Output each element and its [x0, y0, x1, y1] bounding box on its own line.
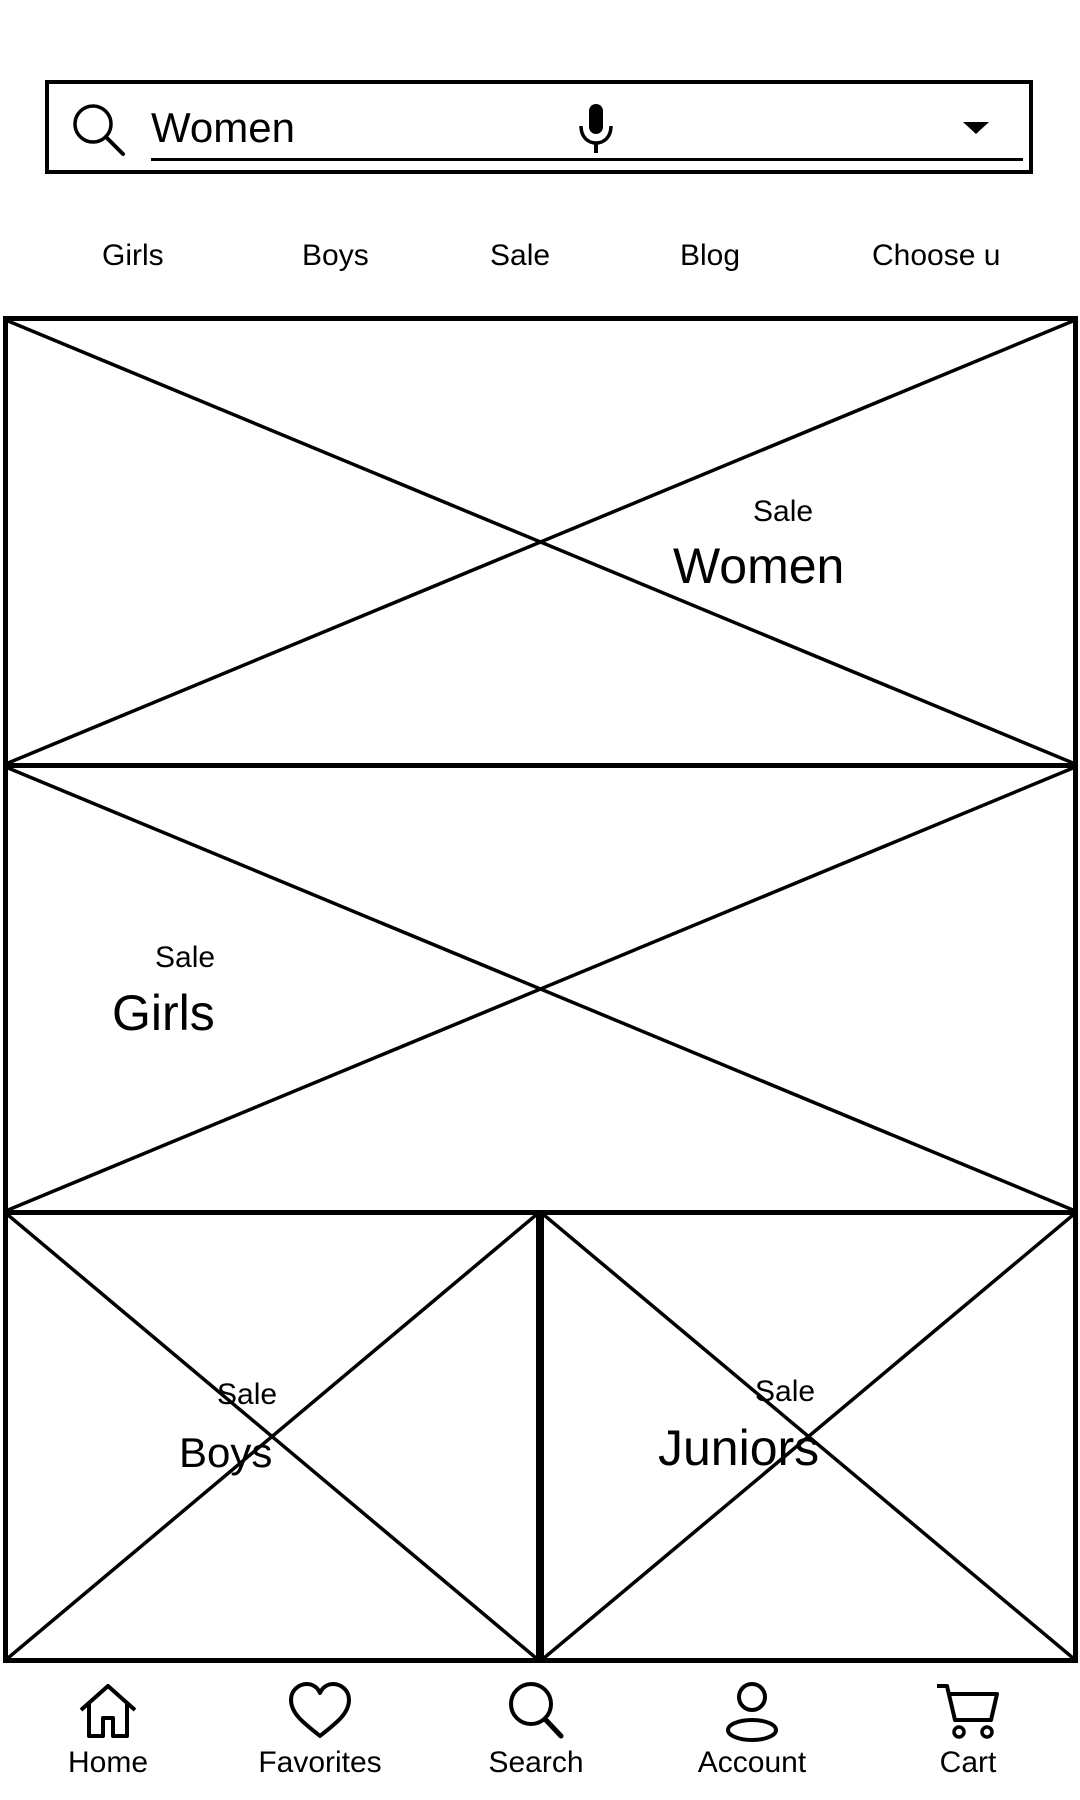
tile-title: Boys — [179, 1429, 273, 1476]
bottom-tab-label: Account — [697, 1746, 807, 1779]
nav-item-blog[interactable]: Blog — [680, 239, 741, 272]
microphone-icon[interactable] — [572, 100, 620, 156]
nav-item-choose-u[interactable]: Choose u — [872, 239, 1001, 272]
search-icon — [509, 1682, 564, 1739]
image-placeholder — [544, 1215, 1073, 1658]
tile-title: Women — [673, 538, 845, 594]
search-input[interactable]: Women — [151, 104, 295, 151]
bottom-tab-label: Home — [67, 1746, 149, 1779]
nav-item-boys[interactable]: Boys — [302, 239, 369, 272]
promo-tile-women[interactable]: Sale Women — [3, 316, 1078, 768]
promo-tile-juniors[interactable]: Sale Juniors — [539, 1210, 1078, 1663]
tile-title: Juniors — [658, 1420, 820, 1476]
search-icon[interactable] — [71, 102, 127, 158]
bottom-tab-search[interactable]: Search — [446, 1680, 626, 1790]
tile-sale-label: Sale — [755, 1375, 816, 1408]
cart-icon — [937, 1684, 999, 1739]
bottom-tab-account[interactable]: Account — [662, 1680, 842, 1790]
image-placeholder — [8, 321, 1073, 763]
search-input-underline — [151, 158, 1023, 161]
account-icon — [726, 1682, 778, 1742]
tile-sale-label: Sale — [217, 1378, 278, 1411]
tile-title: Girls — [112, 985, 215, 1041]
bottom-tab-cart[interactable]: Cart — [878, 1680, 1058, 1790]
search-bar[interactable]: Women — [45, 80, 1033, 174]
image-placeholder — [8, 768, 1073, 1210]
home-icon — [79, 1684, 137, 1738]
image-placeholder — [8, 1215, 536, 1658]
bottom-tab-favorites[interactable]: Favorites — [230, 1680, 410, 1790]
nav-item-sale[interactable]: Sale — [490, 239, 551, 272]
tile-sale-label: Sale — [753, 495, 814, 528]
tile-sale-label: Sale — [155, 941, 216, 974]
bottom-tab-label: Favorites — [258, 1746, 382, 1779]
bottom-tab-label: Cart — [939, 1746, 997, 1779]
promo-tile-boys[interactable]: Sale Boys — [3, 1210, 541, 1663]
heart-icon — [289, 1682, 351, 1738]
dropdown-caret-icon[interactable] — [961, 118, 991, 138]
bottom-tab-label: Search — [488, 1746, 584, 1779]
nav-item-girls[interactable]: Girls — [102, 239, 164, 272]
promo-tile-girls[interactable]: Sale Girls — [3, 763, 1078, 1215]
bottom-tab-home[interactable]: Home — [18, 1680, 198, 1790]
